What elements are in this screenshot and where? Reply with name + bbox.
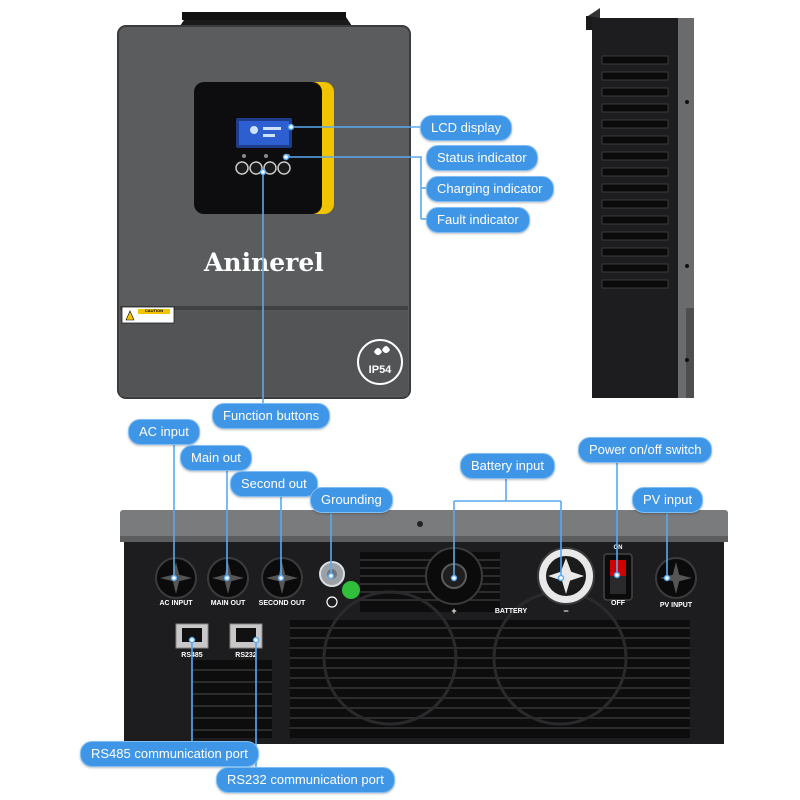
second-out-panel-label: SECOND OUT [258,600,306,607]
rs232-callout: RS232 communication port [216,767,395,793]
rs485-panel-label: RS485 [181,652,203,659]
pv-input-panel-label: PV INPUT [659,602,693,609]
main-out-panel-label: MAIN OUT [210,600,246,607]
battery-panel-label: BATTERY [494,608,528,615]
ac-input-panel-label: AC INPUT [159,600,193,607]
caution-sticker-label: CAUTION [144,308,164,313]
power-switch-callout: Power on/off switch [578,437,713,463]
inverter-front-graphic [117,12,411,399]
inverter-bottom-graphic [120,510,728,744]
ac-input-callout: AC input [128,419,200,445]
lcd-display-callout: LCD display [420,115,513,141]
status-indicator-callout: Status indicator [426,145,538,171]
fault-indicator-callout: Fault indicator [426,207,530,233]
battery-input-callout: Battery input [460,453,555,479]
inverter-side-view [586,8,698,400]
ip-rating-label: IP54 [368,364,392,376]
rs232-panel-label: RS232 [235,652,257,659]
switch-on-label: ON [613,545,623,551]
second-out-callout: Second out [230,471,318,497]
main-out-callout: Main out [180,445,252,471]
inverter-side-graphic [586,8,694,398]
switch-off-label: OFF [611,600,625,607]
battery-plus-label: + [451,606,457,616]
inverter-front-view: Aninerel IP54 CAUTION [116,10,412,400]
pv-input-callout: PV input [632,487,704,513]
brand-logo: Aninerel [204,248,324,277]
inverter-bottom-view: AC INPUT MAIN OUT SECOND OUT + BATTERY −… [120,510,728,746]
rs485-callout: RS485 communication port [80,741,259,767]
function-buttons-callout: Function buttons [212,403,331,429]
charging-indicator-callout: Charging indicator [426,176,554,202]
grounding-callout: Grounding [310,487,393,513]
battery-minus-label: − [563,606,569,616]
